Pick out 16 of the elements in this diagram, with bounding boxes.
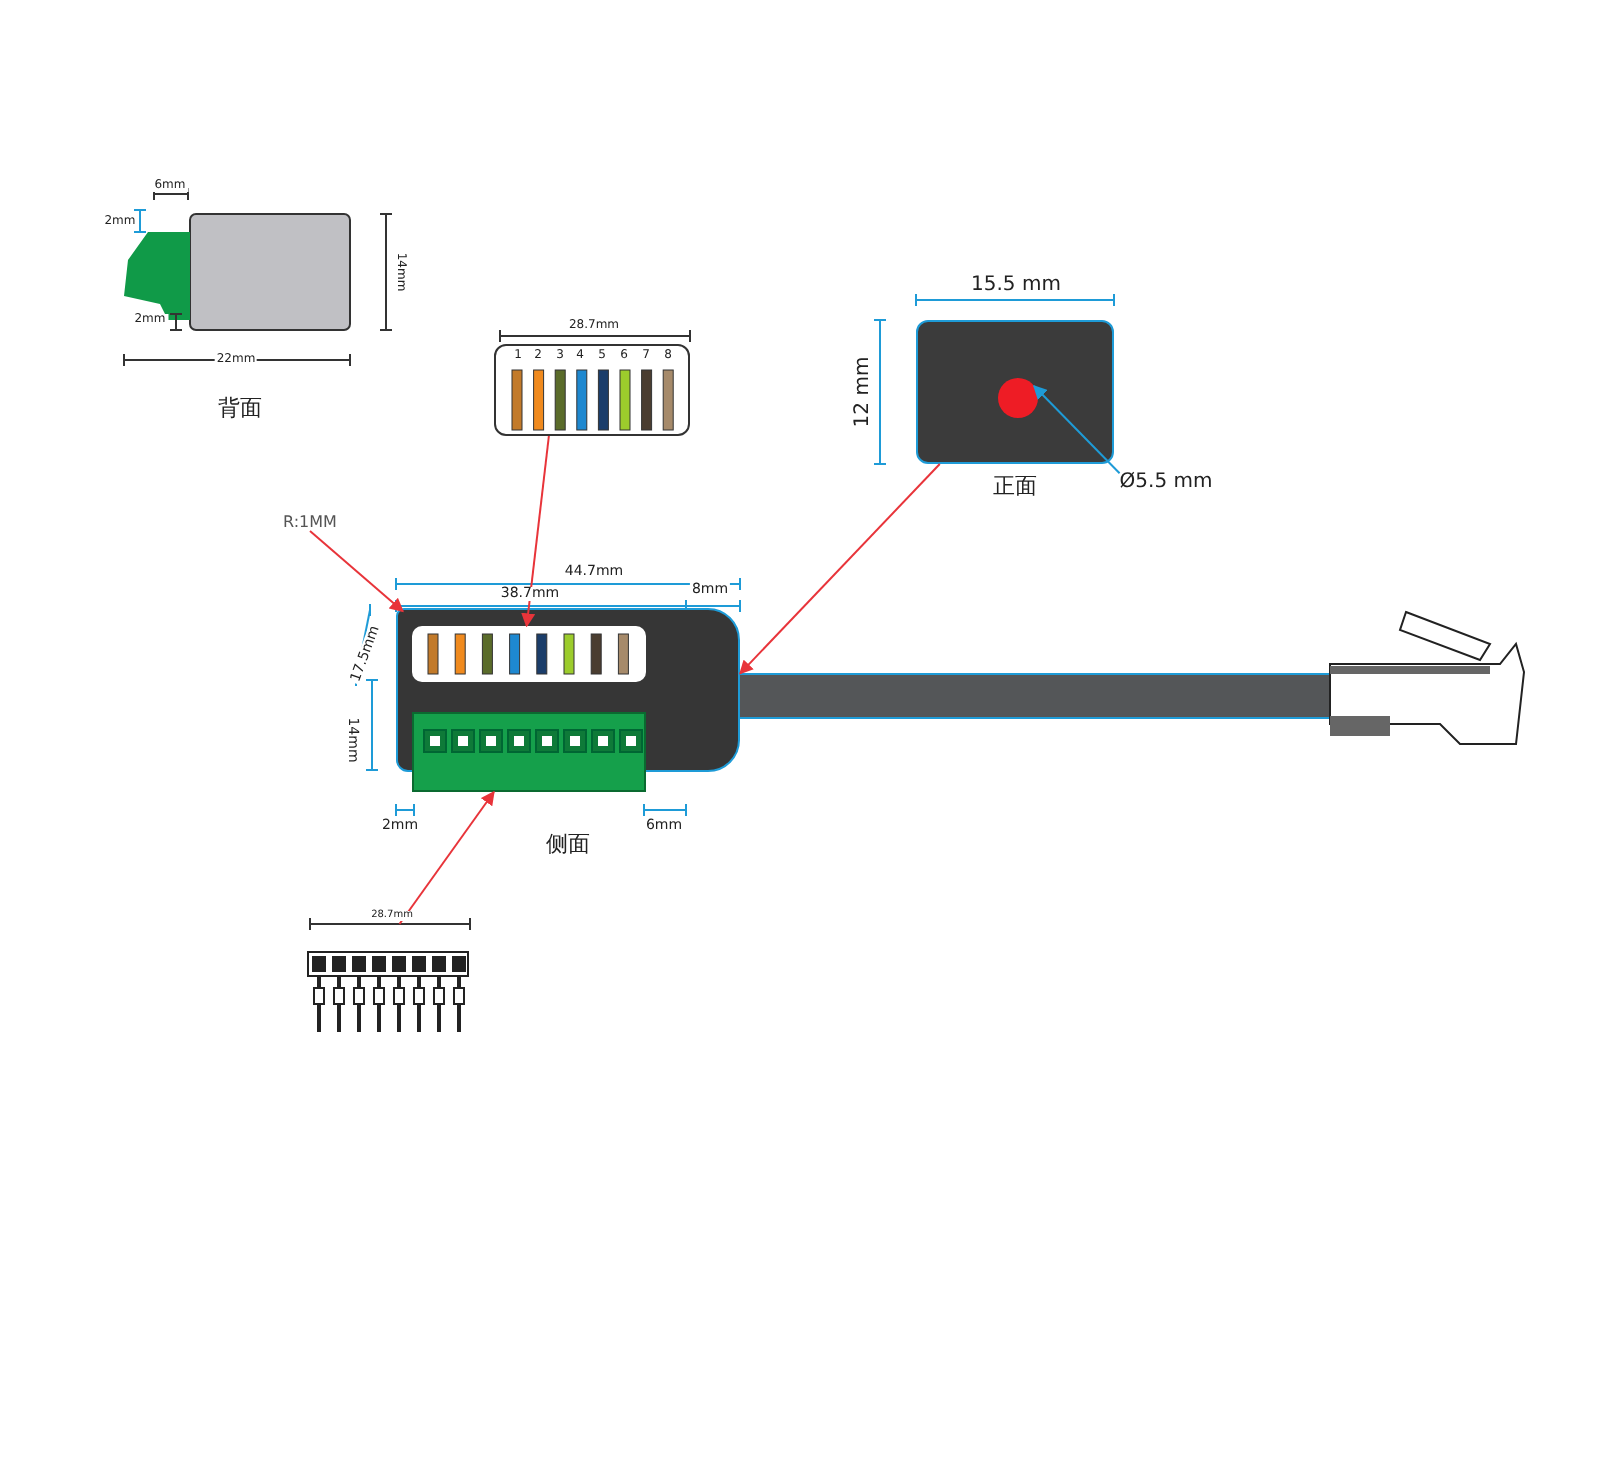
front-view-face bbox=[916, 320, 1114, 464]
cable-hole bbox=[998, 378, 1038, 418]
dimension-label: 15.5 mm bbox=[969, 276, 1063, 296]
view-caption: 背面 bbox=[216, 397, 264, 419]
leader-line bbox=[739, 463, 941, 675]
wire-order-inset bbox=[494, 344, 690, 436]
diameter-label: Ø5.5 mm bbox=[1119, 471, 1213, 493]
leader-line bbox=[398, 790, 495, 925]
radius-label: R:1MM bbox=[283, 513, 337, 531]
view-caption: 侧面 bbox=[544, 833, 592, 855]
view-caption: 正面 bbox=[991, 475, 1039, 497]
leader-line bbox=[521, 435, 550, 628]
leader-line bbox=[309, 530, 404, 613]
terminal-block bbox=[412, 712, 646, 792]
dimension-label: 12 mm bbox=[854, 354, 874, 430]
wire-window bbox=[412, 626, 646, 682]
